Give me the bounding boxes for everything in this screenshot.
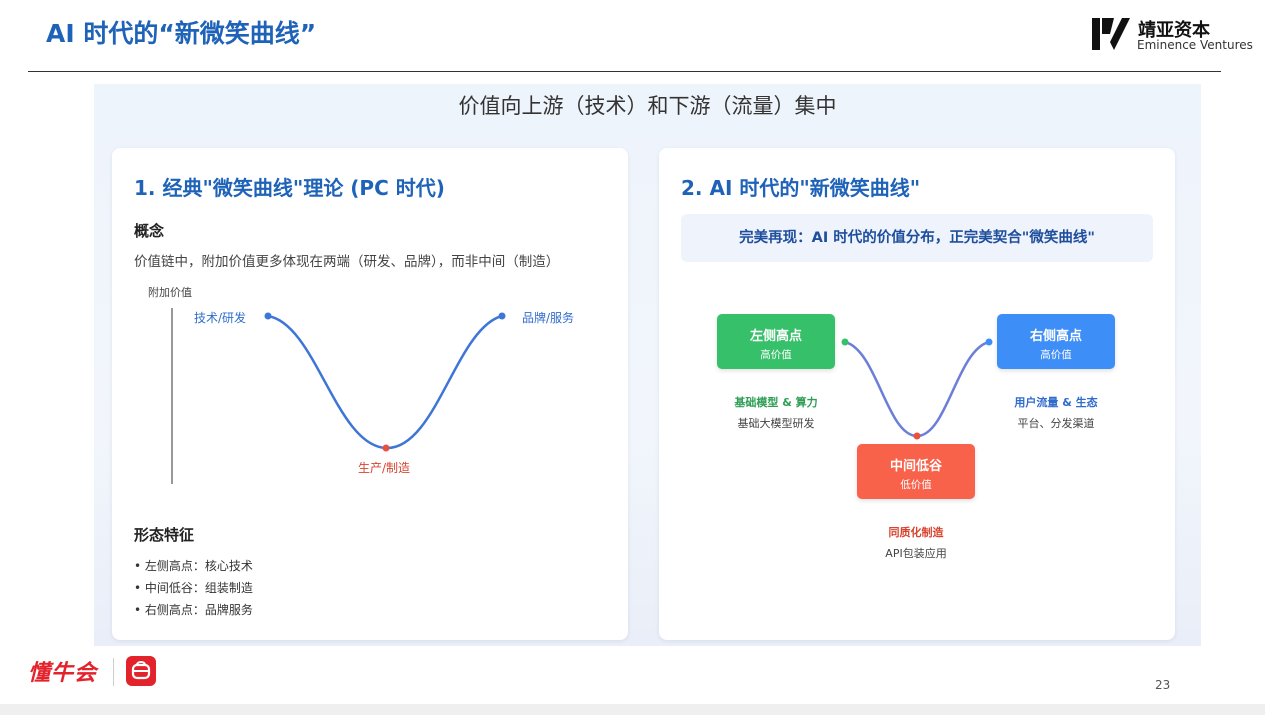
ai-bottom-point [913, 432, 921, 440]
brand-logo: 靖亚资本 Eminence Ventures [1092, 16, 1257, 56]
feature-item: • 左侧高点：核心技术 [134, 559, 253, 573]
callout-box: 完美再现：AI 时代的价值分布，正完美契合"微笑曲线" [681, 214, 1153, 262]
bottom-strip [0, 704, 1265, 715]
middle-valley-sub: 低价值 [900, 479, 932, 491]
middle-valley-caption: 同质化制造 API包装应用 [836, 524, 996, 561]
page-title: AI 时代的“新微笑曲线” [46, 19, 317, 48]
logo-text-cn: 靖亚资本 [1138, 20, 1210, 41]
card1-heading: 1. 经典"微笑曲线"理论 (PC 时代) [134, 176, 445, 200]
left-caption-sub: 基础大模型研发 [737, 417, 815, 430]
left-peak-caption: 基础模型 & 算力 基础大模型研发 [696, 394, 856, 431]
header-divider [28, 71, 1221, 72]
ai-smile-curve-diagram: 左侧高点 高价值 基础模型 & 算力 基础大模型研发 右侧高点 高价值 用户流量… [681, 280, 1151, 560]
left-caption-main: 基础模型 & 算力 [734, 396, 818, 409]
dongniuhui-logo: 懂牛会 [28, 661, 98, 686]
right-caption-sub: 平台、分发渠道 [1017, 417, 1095, 430]
y-axis-label: 附加价值 [148, 285, 192, 299]
middle-valley-title: 中间低谷 [889, 459, 942, 474]
smile-curve-line [267, 314, 503, 450]
ai-smile-curve-line [844, 340, 990, 438]
left-peak-sub: 高价值 [760, 349, 792, 361]
classic-smile-curve-chart: 附加价值 技术/研发 品牌/服务 生产/制造 [126, 284, 606, 514]
classic-smile-curve-card: 1. 经典"微笑曲线"理论 (PC 时代) 概念 价值链中，附加价值更多体现在两… [112, 148, 628, 640]
content-panel: 价值向上游（技术）和下游（流量）集中 1. 经典"微笑曲线"理论 (PC 时代)… [94, 84, 1201, 646]
eminence-logo-icon [1092, 18, 1130, 50]
right-point [498, 312, 506, 320]
mid-caption-main: 同质化制造 [888, 526, 944, 539]
middle-valley-node: 中间低谷 低价值 [857, 444, 975, 499]
left-peak-title: 左侧高点 [749, 329, 802, 344]
right-peak-title: 右侧高点 [1029, 329, 1082, 344]
concept-text: 价值链中，附加价值更多体现在两端（研发、品牌），而非中间（制造） [134, 254, 560, 270]
right-peak-caption: 用户流量 & 生态 平台、分发渠道 [976, 394, 1136, 431]
concept-title: 概念 [134, 222, 165, 240]
features-title: 形态特征 [134, 526, 195, 544]
feature-item: • 右侧高点：品牌服务 [134, 603, 253, 617]
left-peak-node: 左侧高点 高价值 [717, 314, 835, 369]
panel-title: 价值向上游（技术）和下游（流量）集中 [458, 94, 837, 118]
bottom-label: 生产/制造 [358, 461, 410, 475]
mid-caption-sub: API包装应用 [885, 547, 947, 560]
right-caption-main: 用户流量 & 生态 [1014, 396, 1098, 409]
xiaohongshu-logo-icon [126, 656, 156, 686]
bottom-point [382, 444, 390, 452]
right-peak-sub: 高价值 [1040, 349, 1072, 361]
feature-item: • 中间低谷：组装制造 [134, 581, 253, 595]
footer-separator [113, 658, 114, 686]
ai-curve-svg [841, 338, 993, 440]
right-peak-node: 右侧高点 高价值 [997, 314, 1115, 369]
card2-heading: 2. AI 时代的"新微笑曲线" [681, 176, 921, 200]
page-number: 23 [1155, 678, 1171, 692]
logo-text-en: Eminence Ventures [1137, 38, 1253, 52]
ai-smile-curve-card: 2. AI 时代的"新微笑曲线" 完美再现：AI 时代的价值分布，正完美契合"微… [659, 148, 1175, 640]
left-point [264, 312, 272, 320]
ai-right-point [985, 338, 993, 346]
left-label: 技术/研发 [194, 310, 246, 325]
ai-left-point [841, 338, 849, 346]
classic-curve-svg: 附加价值 技术/研发 品牌/服务 生产/制造 [148, 285, 574, 484]
right-label: 品牌/服务 [522, 310, 574, 325]
